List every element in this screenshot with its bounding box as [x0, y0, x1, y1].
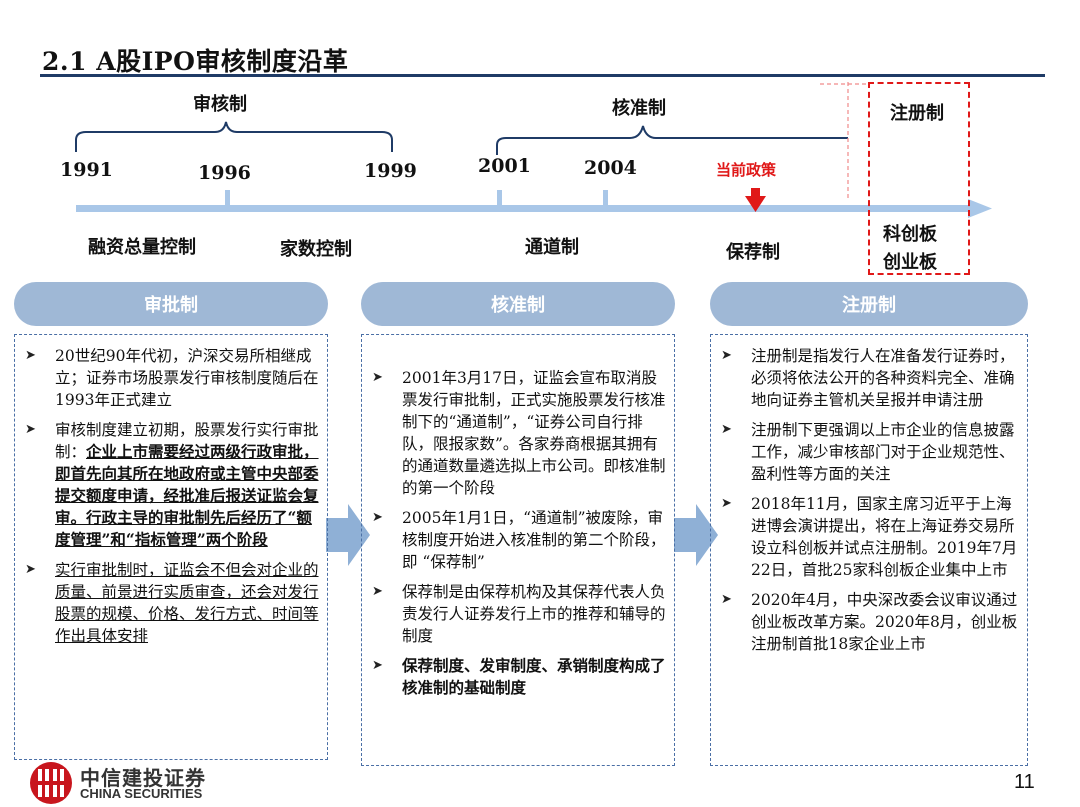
bullet-arrow-icon: ➤	[372, 370, 383, 385]
list-item: ➤ 2005年1月1日，“通道制”被废除，审核制度开始进入核准制的第二个阶段，即…	[368, 507, 666, 573]
registration-era-highlight	[868, 82, 970, 275]
list-item-text: 20世纪90年代初，沪深交易所相继成立；证券市场股票发行审核制度随后在1993年…	[55, 347, 319, 409]
list-item: ➤ 注册制是指发行人在准备发行证券时，必须将依法公开的各种资料完全、准确地向证券…	[717, 345, 1019, 411]
timeline-axis	[76, 205, 971, 212]
era-label-registration: 注册制	[890, 103, 944, 124]
verification-panel: ➤ 2001年3月17日，证监会宣布取消股票发行审批制，正式实施股票发行核准制下…	[361, 334, 675, 766]
approval-panel: ➤ 20世纪90年代初，沪深交易所相继成立；证券市场股票发行审核制度随后在199…	[14, 334, 328, 760]
bullet-arrow-icon: ➤	[25, 562, 36, 577]
column-header-approval: 审批制	[14, 282, 328, 326]
verification-era-brace	[496, 125, 848, 155]
list-item: ➤ 实行审批制时，证监会不但会对企业的质量、前景进行实质审查，还会对发行股票的规…	[21, 559, 319, 647]
bullet-arrow-icon: ➤	[372, 658, 383, 673]
bullet-arrow-icon: ➤	[25, 422, 36, 437]
company-logo-icon	[30, 762, 72, 804]
list-item-text: 2005年1月1日，“通道制”被废除，审核制度开始进入核准制的第二个阶段，即 “…	[402, 509, 666, 571]
year-1991: 1991	[60, 159, 113, 181]
tick-2001	[497, 190, 502, 206]
current-policy-arrow-shaft	[751, 188, 760, 197]
current-policy-label: 当前政策	[716, 161, 777, 179]
list-item-text: 保荐制度、发审制度、承销制度构成了核准制的基础制度	[402, 656, 666, 697]
column-header-registration: 注册制	[710, 282, 1028, 326]
bullet-arrow-icon: ➤	[25, 348, 36, 363]
system-channel: 通道制	[525, 237, 579, 258]
list-item: ➤ 审核制度建立初期，股票发行实行审批制：企业上市需要经过两级行政审批，即首先向…	[21, 419, 319, 551]
system-star-market: 科创板	[883, 224, 937, 245]
system-count-quota: 家数控制	[280, 239, 352, 260]
column-header-verification: 核准制	[361, 282, 675, 326]
list-item-text: 2020年4月，中央深改委会议审议通过创业板改革方案。2020年8月，创业板注册…	[751, 591, 1018, 653]
company-logo-cn: 中信建投证券	[80, 766, 206, 790]
system-sponsor: 保荐制	[726, 242, 780, 263]
page-number: 11	[1014, 771, 1035, 793]
list-item: ➤ 保荐制是由保荐机构及其保荐代表人负责发行人证券发行上市的推荐和辅导的制度	[368, 581, 666, 647]
list-item-text: 2018年11月，国家主席习近平于上海进博会演讲提出，将在上海证券交易所设立科创…	[751, 495, 1018, 579]
page-title: 2.1 A股IPO审核制度沿革	[42, 47, 349, 76]
tick-2004	[603, 190, 608, 206]
flow-arrow-1	[326, 504, 370, 566]
list-item-intro: 审核制度建立初期，股票发行实行审批制：	[55, 421, 319, 461]
title-divider	[40, 74, 1045, 77]
list-item-text: 实行审批制时，证监会不但会对企业的质量、前景进行实质审查，还会对发行股票的规模、…	[55, 561, 319, 645]
list-item-emphasis: 企业上市需要经过两级行政审批，即首先向其所在地政府或主管中央部委提交额度申请，经…	[55, 442, 319, 549]
registration-panel: ➤ 注册制是指发行人在准备发行证券时，必须将依法公开的各种资料完全、准确地向证券…	[710, 334, 1028, 766]
era-label-verification: 核准制	[612, 98, 666, 119]
bullet-arrow-icon: ➤	[721, 496, 732, 511]
bullet-arrow-icon: ➤	[372, 510, 383, 525]
tick-1996	[225, 190, 230, 206]
list-item-text: 保荐制是由保荐机构及其保荐代表人负责发行人证券发行上市的推荐和辅导的制度	[402, 583, 666, 645]
year-2001: 2001	[478, 155, 531, 177]
approval-era-brace	[75, 121, 393, 152]
list-item: ➤ 保荐制度、发审制度、承销制度构成了核准制的基础制度	[368, 655, 666, 699]
flow-arrow-2	[674, 504, 718, 566]
year-2004: 2004	[584, 157, 637, 179]
list-item: ➤ 20世纪90年代初，沪深交易所相继成立；证券市场股票发行审核制度随后在199…	[21, 345, 319, 411]
list-item: ➤ 2020年4月，中央深改委会议审议通过创业板改革方案。2020年8月，创业板…	[717, 589, 1019, 655]
list-item: ➤ 2018年11月，国家主席习近平于上海进博会演讲提出，将在上海证券交易所设立…	[717, 493, 1019, 581]
year-1999: 1999	[364, 160, 417, 182]
list-item: ➤ 2001年3月17日，证监会宣布取消股票发行审批制，正式实施股票发行核准制下…	[368, 367, 666, 499]
list-item: ➤ 注册制下更强调以上市企业的信息披露工作，减少审核部门对于企业规范性、盈利性等…	[717, 419, 1019, 485]
era-label-approval: 审核制	[193, 94, 247, 115]
bullet-arrow-icon: ➤	[721, 422, 732, 437]
company-logo-en: CHINA SECURITIES	[80, 786, 203, 801]
timeline-arrowhead	[968, 199, 992, 218]
list-item-text: 注册制是指发行人在准备发行证券时，必须将依法公开的各种资料完全、准确地向证券主管…	[751, 347, 1015, 409]
system-chinext: 创业板	[883, 252, 937, 273]
bullet-arrow-icon: ➤	[721, 592, 732, 607]
year-1996: 1996	[198, 162, 251, 184]
list-item-text: 2001年3月17日，证监会宣布取消股票发行审批制，正式实施股票发行核准制下的“…	[402, 369, 666, 497]
current-policy-arrow-head	[745, 196, 766, 212]
bullet-arrow-icon: ➤	[721, 348, 732, 363]
list-item-text: 注册制下更强调以上市企业的信息披露工作，减少审核部门对于企业规范性、盈利性等方面…	[751, 421, 1015, 483]
bullet-arrow-icon: ➤	[372, 584, 383, 599]
system-financing-quota: 融资总量控制	[88, 237, 196, 258]
timeline-graphic	[75, 82, 992, 218]
